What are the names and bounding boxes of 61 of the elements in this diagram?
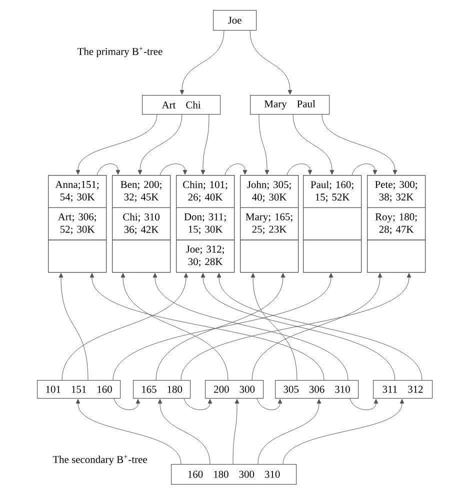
arrow — [216, 272, 422, 380]
record-cell: Ben; 200; 32; 45K — [112, 175, 171, 208]
arrow — [286, 164, 312, 176]
empty-cell — [303, 240, 362, 273]
arrow — [256, 398, 282, 410]
arrow — [250, 272, 298, 380]
tree-caption: The primary B$^{+}$-tree — [78, 46, 162, 58]
arrow — [200, 272, 396, 380]
arrow — [200, 114, 210, 175]
arrow — [252, 272, 382, 380]
tree-caption: The secondary B$^{+}$-tree — [52, 454, 147, 466]
record-cell: Chin; 101; 26; 40K — [176, 175, 235, 208]
arrow — [184, 398, 212, 410]
arrow — [76, 114, 158, 175]
key-box: 305 306 310 — [275, 380, 359, 399]
arrow — [120, 272, 228, 380]
record-cell: Anna;151; 54; 30K — [48, 175, 107, 208]
record-cell: Paul; 160; 15; 52K — [303, 175, 362, 208]
arrow — [152, 272, 348, 380]
arrow — [160, 164, 188, 176]
empty-cell — [367, 240, 426, 273]
arrow — [180, 272, 412, 380]
record-cell: Joe; 312; 30; 28K — [176, 240, 235, 273]
arrow — [352, 164, 378, 176]
arrow — [282, 398, 404, 464]
arrow — [156, 272, 286, 380]
empty-cell — [112, 240, 171, 273]
arrow — [292, 114, 334, 175]
key-box: 101 151 160 — [37, 380, 121, 399]
arrow — [158, 398, 210, 464]
arrow — [232, 398, 240, 464]
key-box: Art Chi — [142, 95, 221, 115]
key-box: 165 180 — [133, 380, 191, 399]
empty-cell — [303, 207, 362, 240]
arrow — [322, 114, 398, 175]
record-cell: Roy; 180; 28; 47K — [367, 207, 426, 240]
record-cell: Don; 311; 15; 30K — [176, 207, 235, 240]
record-cell: Chi; 310 36; 42K — [112, 207, 171, 240]
arrow — [258, 114, 270, 175]
key-box: 311 312 — [373, 380, 433, 399]
arrow — [258, 398, 322, 464]
arrow — [58, 272, 88, 380]
arrow — [138, 114, 182, 175]
key-box: 200 300 — [205, 380, 264, 399]
arrow — [250, 30, 292, 95]
arrow — [114, 398, 140, 410]
arrow — [62, 272, 188, 380]
arrow — [224, 164, 248, 176]
empty-cell — [48, 240, 107, 273]
record-cell: Mary; 165; 25; 23K — [240, 207, 299, 240]
record-cell: Art; 306; 52; 30K — [48, 207, 107, 240]
record-cell: Pete; 300; 38; 32K — [367, 175, 426, 208]
arrow — [96, 164, 120, 176]
empty-cell — [240, 240, 299, 273]
arrow — [350, 398, 378, 410]
key-box: Mary Paul — [250, 95, 330, 115]
record-cell: John; 305; 40; 30K — [240, 175, 299, 208]
arrow — [76, 398, 182, 464]
arrow — [180, 30, 224, 95]
key-box: Joe — [213, 10, 257, 31]
key-box: 160 180 300 310 — [171, 464, 297, 485]
